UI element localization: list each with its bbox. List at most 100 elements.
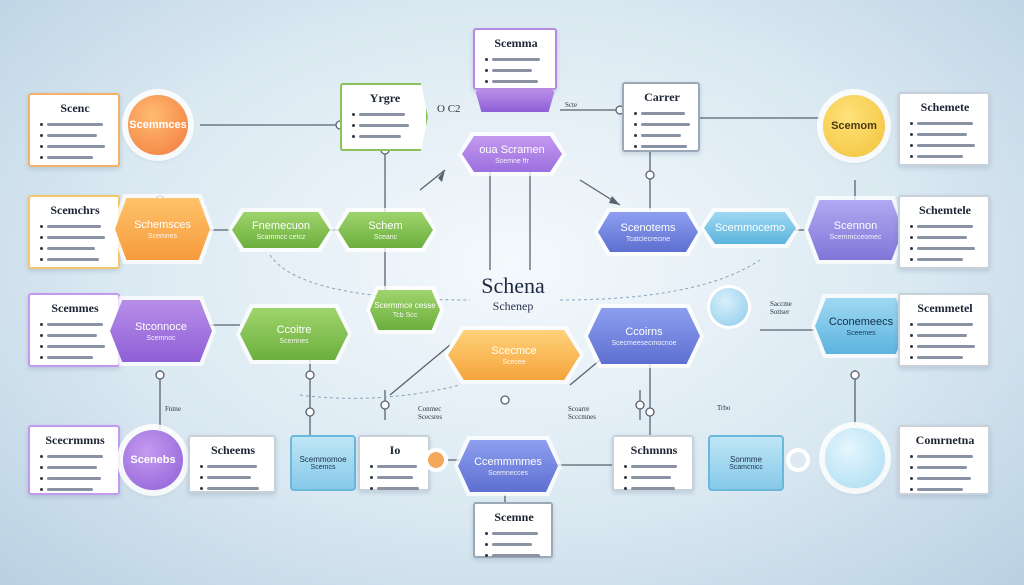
node-sublabel: Scammcc cetcz bbox=[256, 233, 306, 241]
node-right-yellow-circle[interactable]: Scemom bbox=[823, 95, 885, 157]
card-top-right-small[interactable]: Carrer bbox=[622, 82, 700, 152]
arrowhead bbox=[438, 170, 445, 182]
node-sublabel: Scemne ffr bbox=[495, 157, 529, 165]
card-top-center[interactable]: Scemma bbox=[473, 28, 557, 90]
wire-tag: Scte bbox=[565, 101, 578, 109]
wire-tag: Conmec Scecsres bbox=[418, 405, 443, 421]
card-title: Scecrmmns bbox=[45, 433, 105, 447]
card-title: Scemmetel bbox=[917, 301, 973, 315]
card-left-2[interactable]: Scemchrs bbox=[28, 195, 120, 269]
node-green-hex-b[interactable]: Schem Sceanc bbox=[334, 208, 437, 252]
node-label: Scecmce bbox=[491, 344, 537, 357]
card-list bbox=[200, 462, 266, 493]
node-top-purple[interactable] bbox=[475, 90, 555, 112]
wire-port bbox=[305, 370, 315, 380]
node-label: oua Scramen bbox=[479, 143, 545, 156]
wire-port bbox=[500, 395, 510, 405]
wire-diag-2 bbox=[569, 359, 601, 386]
node-label: Ccemmmmes bbox=[474, 455, 542, 468]
node-left-orange-circle[interactable]: Scemmces bbox=[128, 95, 188, 155]
wire-dashed-curve-right bbox=[559, 259, 761, 301]
card-title: Scheems bbox=[211, 443, 255, 457]
node-cyan-bottom-right[interactable]: Sonmme Scamcnicc bbox=[708, 435, 784, 491]
node-blue-hex-c[interactable]: Ccoirns Scecmeesecmocnoe bbox=[584, 304, 704, 368]
wire-tag: Saccme Sottser bbox=[770, 300, 792, 316]
node-sublabel: Sceemes bbox=[846, 329, 876, 337]
card-list bbox=[910, 119, 980, 161]
node-cyan-hex-right[interactable]: Cconemeecs Sceemes bbox=[811, 294, 911, 358]
card-title: Schmnns bbox=[630, 443, 678, 457]
node-sublabel: Tcatclecrecine bbox=[625, 235, 671, 243]
node-blue-hex-a[interactable]: Scenotems Tcatclecrecine bbox=[594, 208, 702, 256]
wire-port bbox=[305, 407, 315, 417]
node-label: Scenebs bbox=[130, 454, 176, 466]
card-right-1[interactable]: Schemete bbox=[898, 92, 990, 166]
card-right-4[interactable]: Comrnetna bbox=[898, 425, 990, 495]
card-bottom-left-a[interactable]: Scheems bbox=[188, 435, 276, 493]
node-label: Scemmces bbox=[129, 119, 187, 131]
card-left-4[interactable]: Scecrmmns bbox=[28, 425, 120, 495]
node-left-bottom-circle[interactable]: Scenebs bbox=[123, 430, 183, 490]
card-title: Scemchrs bbox=[50, 203, 100, 217]
wire-tag: Scoarre Scccmnes bbox=[568, 405, 596, 421]
node-green-hex-a[interactable]: Fnemecuon Scammcc cetcz bbox=[228, 208, 334, 252]
card-list bbox=[40, 222, 110, 264]
node-orange-hex-left[interactable]: Schemsces Scemnes bbox=[111, 194, 214, 264]
card-list bbox=[910, 320, 980, 362]
card-list bbox=[485, 55, 547, 86]
card-list bbox=[634, 109, 690, 151]
node-label: Ccoitre bbox=[276, 323, 312, 336]
node-sublabel: Scemnecces bbox=[487, 469, 529, 477]
wire-dashed-curve-left bbox=[269, 254, 471, 301]
node-purple-hex-left[interactable]: Stconnoce Scemnoc bbox=[106, 296, 216, 366]
card-title: Schemete bbox=[920, 100, 970, 114]
card-top-left-small[interactable]: Yrgre bbox=[340, 83, 428, 151]
card-right-2[interactable]: Schemtele bbox=[898, 195, 990, 269]
node-sublabel: Scemcs bbox=[310, 464, 336, 471]
card-list bbox=[352, 110, 418, 141]
card-title: Scemne bbox=[494, 510, 534, 524]
card-title: Scemma bbox=[494, 36, 538, 50]
node-label: Scennon bbox=[833, 219, 878, 232]
node-purple-hex-right[interactable]: Scennon Scemmcceomec bbox=[804, 196, 907, 264]
card-list bbox=[370, 462, 420, 493]
node-blue-hex-b[interactable]: Scemmocemo bbox=[700, 208, 800, 248]
node-label: Scenotems bbox=[620, 221, 676, 234]
card-left-3[interactable]: Scemmes bbox=[28, 293, 120, 367]
node-label: Scemmocemo bbox=[714, 222, 786, 234]
wire-port bbox=[645, 170, 655, 180]
card-bottom-right-a[interactable]: Schmnns bbox=[612, 435, 694, 491]
card-left-1[interactable]: Scenc bbox=[28, 93, 120, 167]
wire-port bbox=[380, 400, 390, 410]
node-cyan-circle-right[interactable] bbox=[825, 428, 885, 488]
center-title-block: Schena Schenep bbox=[438, 273, 588, 314]
node-blue-small-circle[interactable] bbox=[710, 288, 748, 326]
node-blue-bottom[interactable]: Ccemmmmes Scemnecces bbox=[454, 436, 562, 496]
card-title: Schemtele bbox=[919, 203, 971, 217]
node-sublabel: Scemnoc bbox=[146, 334, 176, 342]
card-title: Comrnetna bbox=[915, 433, 975, 447]
wire-port bbox=[645, 407, 655, 417]
node-sublabel: Scamcnicc bbox=[729, 464, 763, 471]
arrowhead bbox=[609, 196, 620, 205]
node-label: Scemom bbox=[831, 120, 877, 132]
connector-knob-bottom-right bbox=[790, 452, 806, 468]
wire-tag: O C2 bbox=[437, 103, 461, 115]
node-cyan-bottom-left[interactable]: Scemmomoe Scemcs bbox=[290, 435, 356, 491]
center-subtitle: Schenep bbox=[492, 299, 534, 313]
card-right-3[interactable]: Scemmetel bbox=[898, 293, 990, 367]
node-green-hex-c[interactable]: Ccoitre Scemnes bbox=[236, 304, 352, 364]
node-center-purple[interactable]: oua Scramen Scemne ffr bbox=[458, 132, 566, 176]
card-bottom-center[interactable]: Scemne bbox=[473, 502, 553, 558]
node-label: Schem bbox=[368, 219, 403, 232]
connector-knob-bottom-left bbox=[428, 452, 444, 468]
node-orange-center[interactable]: Scecmce Scecee bbox=[444, 326, 584, 384]
node-sublabel: Scecmeesecmocnoe bbox=[611, 339, 677, 347]
card-bottom-left-b[interactable]: Io bbox=[358, 435, 430, 491]
card-list bbox=[910, 222, 980, 264]
wire-arrow-left bbox=[419, 169, 446, 191]
node-green-small[interactable]: Scermmce cesse Tcb Scc bbox=[366, 286, 444, 334]
card-list bbox=[485, 529, 543, 560]
node-label: Cconemeecs bbox=[828, 315, 894, 328]
